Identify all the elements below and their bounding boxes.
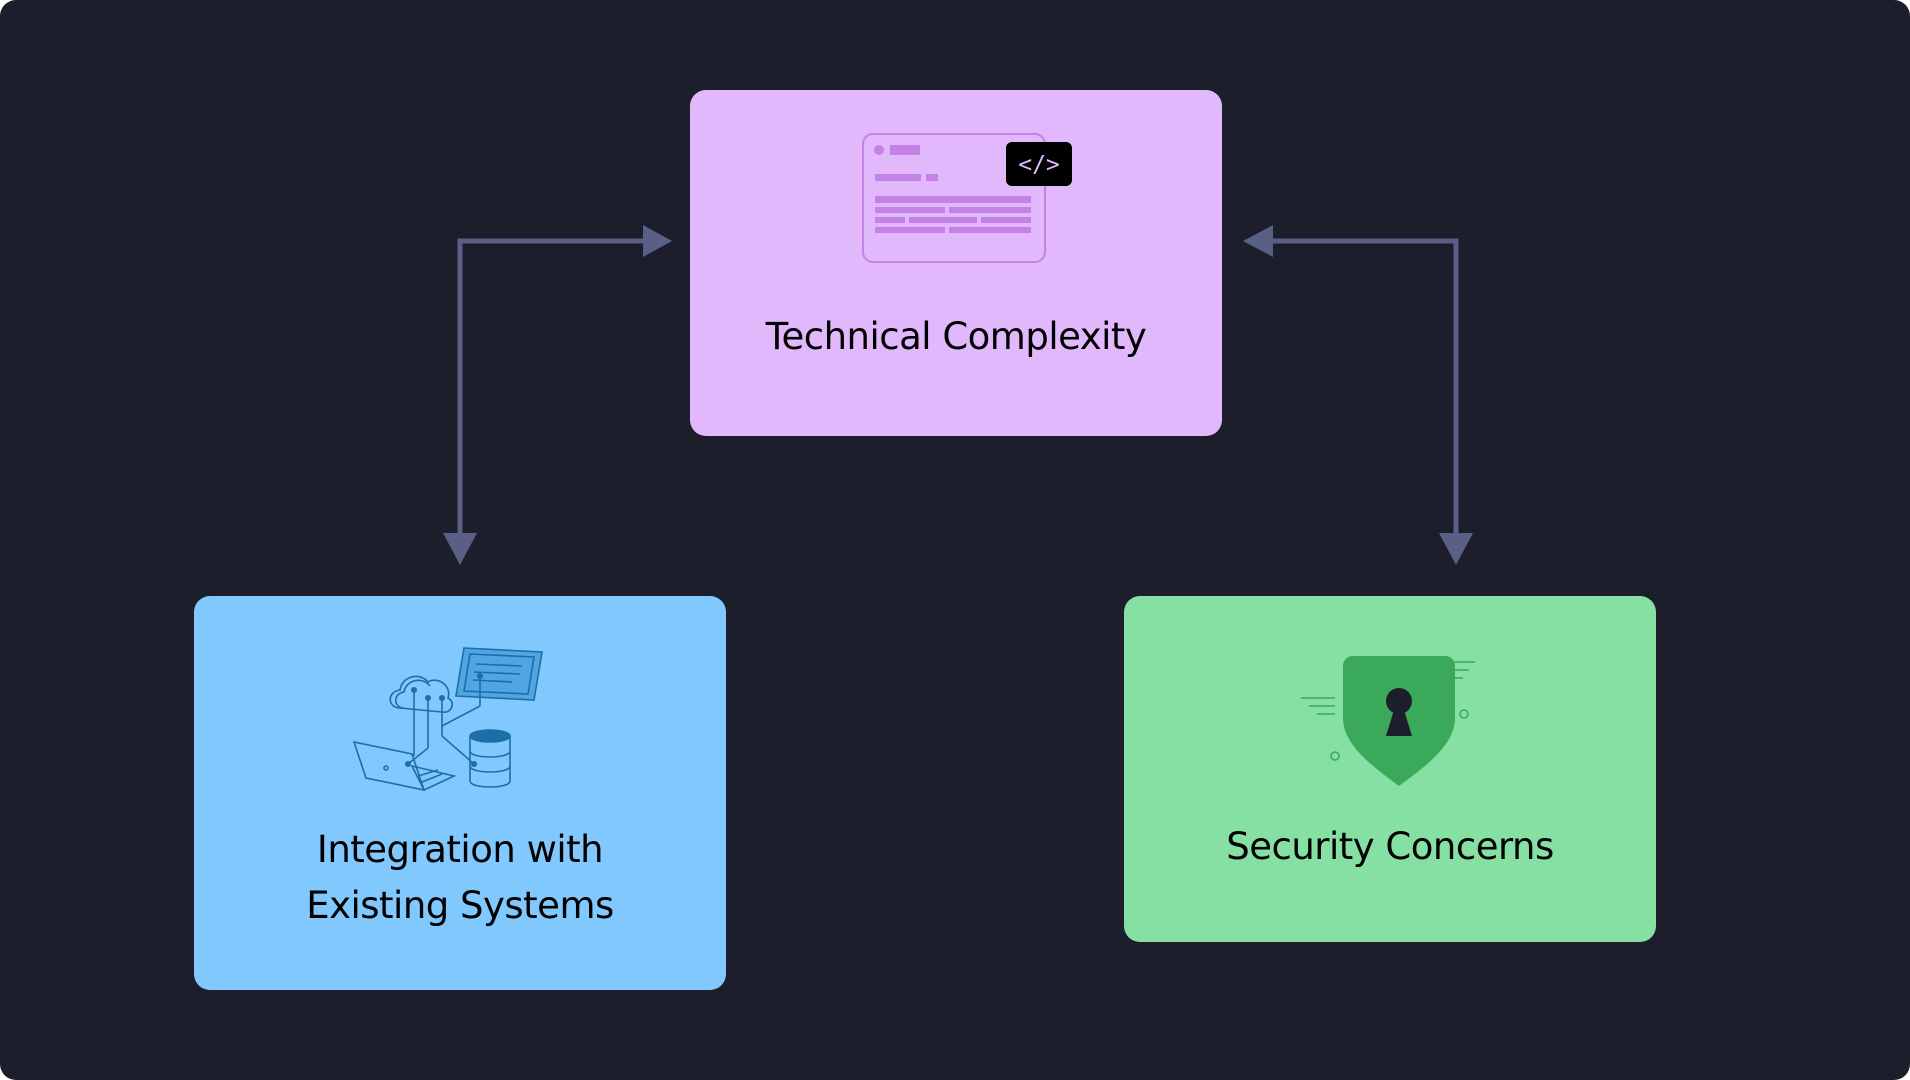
connector-line-left bbox=[457, 238, 645, 535]
arrowhead-to-integration bbox=[443, 533, 477, 565]
edge-technical-security bbox=[1243, 225, 1473, 565]
node-title: Integration with Existing Systems bbox=[306, 828, 614, 927]
arrowhead-to-technical-left bbox=[643, 225, 672, 257]
arrowhead-to-security bbox=[1439, 533, 1473, 565]
edge-technical-integration bbox=[443, 225, 672, 565]
node-title: Technical Complexity bbox=[765, 315, 1147, 358]
arrowhead-to-technical-right bbox=[1243, 225, 1273, 257]
connector-line-right bbox=[1270, 238, 1459, 535]
svg-text:</>: </> bbox=[1018, 152, 1060, 178]
shield-lock-icon bbox=[1301, 656, 1475, 786]
cloud-integration-icon bbox=[352, 647, 543, 792]
node-technical-complexity[interactable]: </> Technical Complexity bbox=[690, 90, 1222, 436]
node-title: Security Concerns bbox=[1226, 825, 1554, 868]
node-security-concerns[interactable]: Security Concerns bbox=[1124, 596, 1656, 942]
node-integration[interactable]: Integration with Existing Systems bbox=[194, 596, 726, 990]
code-window-icon: </> bbox=[862, 133, 1072, 263]
